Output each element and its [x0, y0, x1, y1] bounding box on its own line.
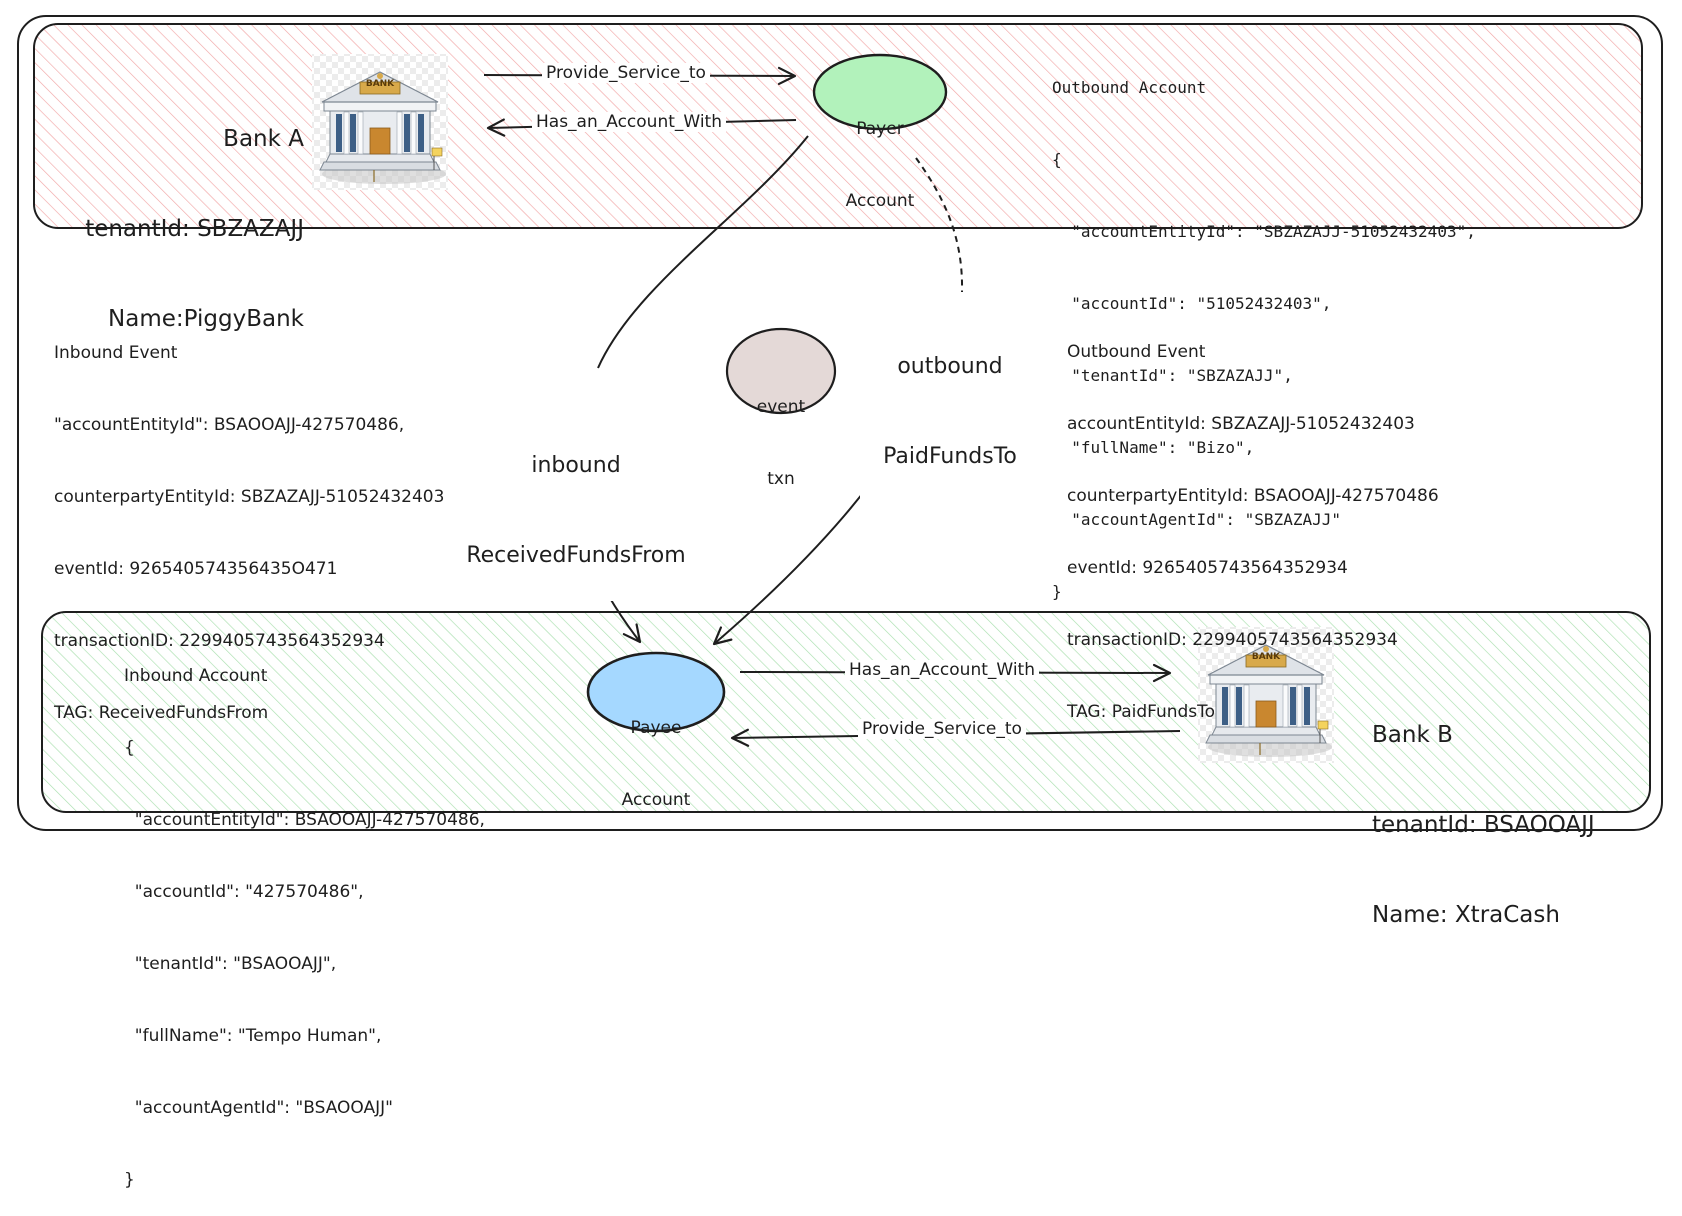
bank-a-icon [311, 53, 449, 191]
payee-account-label: Payee Account [596, 668, 716, 836]
event-line: eventId: 9265405743564352934 [1067, 558, 1348, 578]
event-line: TAG: ReceivedFundsFrom [54, 703, 269, 723]
diagram-canvas: BANK BANK Bank A tenantId: SBZAZAJJ Name… [17, 15, 1663, 1190]
bank-b-name-line: Bank B [1372, 722, 1453, 748]
edge-label-provide-service-top: Provide_Service_to [542, 63, 710, 83]
outbound-event-title: Outbound Event [1067, 342, 1206, 362]
event-line: transactionID: 2299405743564352934 [54, 631, 385, 651]
outbound-label-line-1: outbound [897, 354, 1003, 379]
payer-label-line-1: Payer [856, 119, 904, 139]
event-line: TAG: PaidFundsTo [1067, 702, 1216, 722]
payee-account-node [586, 651, 726, 733]
json-line: "accountId": "51052432403", [1052, 294, 1332, 313]
bank-a-display-name-line: Name:PiggyBank [108, 306, 304, 332]
bank-b-icon-sign: BANK [1252, 652, 1281, 662]
json-line: } [124, 1170, 135, 1190]
json-line: "accountEntityId": BSAOOAJJ-427570486, [124, 810, 485, 830]
edge-label-provide-service-bottom: Provide_Service_to [858, 719, 1026, 739]
payer-account-node [812, 53, 948, 131]
inbound-received-funds-label: inbound ReceivedFundsFrom [460, 391, 692, 601]
inbound-label-line-1: inbound [531, 453, 621, 478]
bank-a-name-line: Bank A [223, 126, 304, 152]
payee-label-line-1: Payee [630, 718, 682, 738]
outbound-label-line-2: PaidFundsTo [883, 444, 1017, 469]
json-line: "fullName": "Bizo", [1052, 438, 1255, 457]
edge-label-has-account-bottom: Has_an_Account_With [845, 660, 1039, 680]
event-line: transactionID: 2299405743564352934 [1067, 630, 1398, 650]
bank-a-label: Bank A tenantId: SBZAZAJJ Name:PiggyBank [40, 64, 304, 364]
event-txn-label: event txn [731, 347, 831, 515]
event-line: counterpartyEntityId: SBZAZAJJ-510524324… [54, 487, 445, 507]
json-line: { [1052, 150, 1062, 169]
edge-label-has-account-top: Has_an_Account_With [532, 112, 726, 132]
json-line: } [1052, 582, 1062, 601]
payer-account-label: Payer Account [820, 69, 940, 237]
payer-label-line-2: Account [845, 191, 915, 211]
outbound-account-title: Outbound Account [1052, 78, 1207, 97]
outer-frame [17, 15, 1663, 831]
json-line: "accountAgentId": "BSAOOAJJ" [124, 1098, 393, 1118]
event-label-line-2: txn [767, 469, 795, 489]
outbound-event-block: Outbound Event accountEntityId: SBZAZAJJ… [1067, 292, 1439, 748]
json-line: "tenantId": "BSAOOAJJ", [124, 954, 337, 974]
inbound-event-title: Inbound Event [54, 343, 178, 363]
event-txn-node [725, 327, 837, 415]
bank-a-tenant-line: tenantId: SBZAZAJJ [85, 216, 304, 242]
event-line: accountEntityId: SBZAZAJJ-51052432403 [1067, 414, 1415, 434]
inbound-event-block: Inbound Event "accountEntityId": BSAOOAJ… [54, 293, 444, 749]
json-line: "accountEntityId": "SBZAZAJJ-51052432403… [1052, 222, 1476, 241]
event-line: eventId: 926540574356435O471 [54, 559, 338, 579]
json-line: "tenantId": "SBZAZAJJ", [1052, 366, 1293, 385]
json-line: "fullName": "Tempo Human", [124, 1026, 382, 1046]
inbound-label-line-2: ReceivedFundsFrom [466, 543, 686, 568]
json-line: "accountAgentId": "SBZAZAJJ" [1052, 510, 1341, 529]
json-line: { [124, 738, 135, 758]
edge-inbound-upper [597, 135, 809, 369]
event-label-line-1: event [756, 397, 806, 417]
outbound-account-json: Outbound Account { "accountEntityId": "S… [1052, 28, 1476, 628]
event-line: "accountEntityId": BSAOOAJJ-427570486, [54, 415, 405, 435]
event-line: counterpartyEntityId: BSAOOAJJ-427570486 [1067, 486, 1439, 506]
bank-b-tenant-line: tenantId: BSAOOAJJ [1372, 812, 1595, 838]
json-line: "accountId": "427570486", [124, 882, 364, 902]
bank-a-icon-sign: BANK [366, 79, 395, 89]
inbound-account-title: Inbound Account [124, 666, 268, 686]
diagram-drawing: BANK BANK [17, 15, 1663, 831]
bank-b-display-name-line: Name: XtraCash [1372, 902, 1560, 928]
outbound-paid-funds-label: outbound PaidFundsTo [860, 292, 1040, 502]
payee-label-line-2: Account [621, 790, 691, 810]
